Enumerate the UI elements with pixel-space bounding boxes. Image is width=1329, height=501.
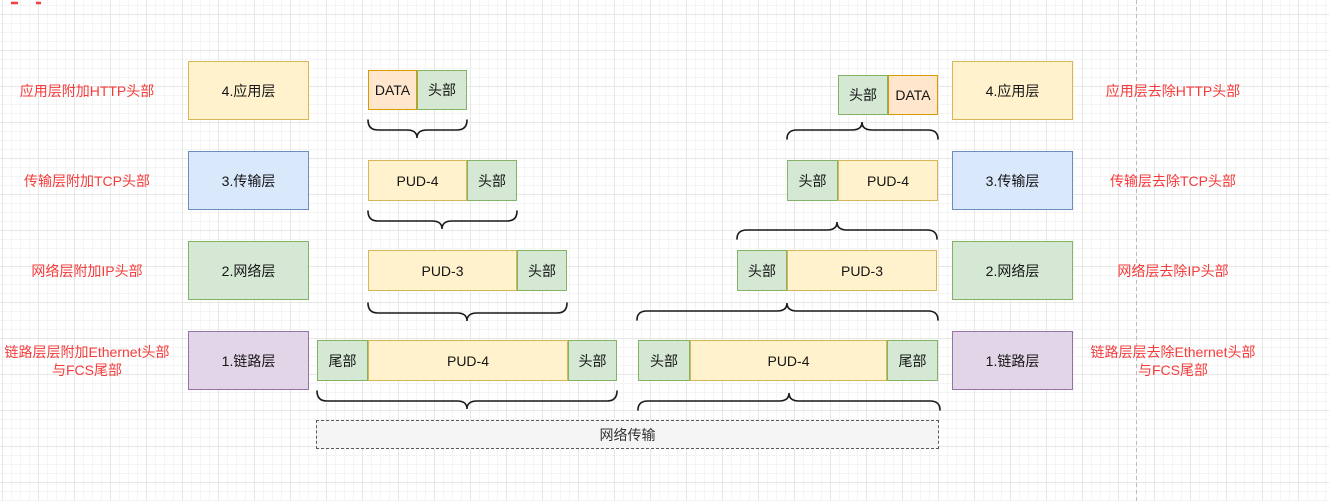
segment-rx-row4-header[interactable]: 头部 — [638, 340, 690, 381]
segment-tx-row1-data[interactable]: DATA — [368, 70, 417, 110]
segment-rx-row2-pud4[interactable]: PUD-4 — [838, 160, 938, 201]
segment-rx-row4-trailer[interactable]: 尾部 — [887, 340, 938, 381]
annotation-tx-network[interactable]: 网络层附加IP头部 — [31, 263, 143, 279]
annotation-tx-transport[interactable]: 传输层附加TCP头部 — [24, 173, 150, 189]
layer-box-tx-link[interactable]: 1.链路层 — [188, 331, 309, 390]
layer-box-rx-network[interactable]: 2.网络层 — [952, 241, 1073, 300]
segment-tx-row2-pud4[interactable]: PUD-4 — [368, 160, 467, 201]
segment-rx-row1-data[interactable]: DATA — [888, 75, 938, 115]
network-transport-box[interactable]: 网络传输 — [316, 420, 939, 449]
brace-rx-row1 — [786, 121, 939, 140]
segment-tx-row4-trailer[interactable]: 尾部 — [317, 340, 368, 381]
segment-tx-row3-header[interactable]: 头部 — [517, 250, 567, 291]
brace-tx-row3 — [367, 302, 568, 322]
layer-box-rx-application[interactable]: 4.应用层 — [952, 61, 1073, 120]
annotation-rx-link[interactable]: 链路层层去除Ethernet头部 与FCS尾部 — [1090, 344, 1256, 378]
brace-tx-row2 — [367, 210, 518, 230]
brace-rx-row3 — [636, 302, 939, 321]
annotation-tx-link[interactable]: 链路层层附加Ethernet头部 与FCS尾部 — [4, 344, 170, 378]
segment-rx-row2-header[interactable]: 头部 — [787, 160, 838, 201]
layer-box-rx-transport[interactable]: 3.传输层 — [952, 151, 1073, 210]
annotation-rx-transport[interactable]: 传输层去除TCP头部 — [1110, 173, 1236, 189]
brace-rx-row2 — [736, 221, 938, 240]
annotation-tx-application[interactable]: 应用层附加HTTP头部 — [19, 83, 155, 99]
layer-box-tx-transport[interactable]: 3.传输层 — [188, 151, 309, 210]
brace-tx-row4 — [316, 390, 618, 410]
brace-rx-row4 — [637, 392, 941, 411]
segment-tx-row2-header[interactable]: 头部 — [467, 160, 517, 201]
segment-tx-row4-header[interactable]: 头部 — [568, 340, 617, 381]
brace-tx-row1 — [367, 119, 468, 139]
segment-tx-row3-pud3[interactable]: PUD-3 — [368, 250, 517, 291]
segment-tx-row1-header[interactable]: 头部 — [417, 70, 467, 110]
segment-rx-row3-pud3[interactable]: PUD-3 — [787, 250, 937, 291]
annotation-rx-network[interactable]: 网络层去除IP头部 — [1117, 263, 1229, 279]
annotation-rx-application[interactable]: 应用层去除HTTP头部 — [1105, 83, 1241, 99]
layer-box-rx-link[interactable]: 1.链路层 — [952, 331, 1073, 390]
segment-rx-row1-header[interactable]: 头部 — [838, 75, 888, 115]
segment-rx-row3-header[interactable]: 头部 — [737, 250, 787, 291]
segment-tx-row4-pud4[interactable]: PUD-4 — [368, 340, 568, 381]
segment-rx-row4-pud4[interactable]: PUD-4 — [690, 340, 887, 381]
layer-box-tx-application[interactable]: 4.应用层 — [188, 61, 309, 120]
layer-box-tx-network[interactable]: 2.网络层 — [188, 241, 309, 300]
